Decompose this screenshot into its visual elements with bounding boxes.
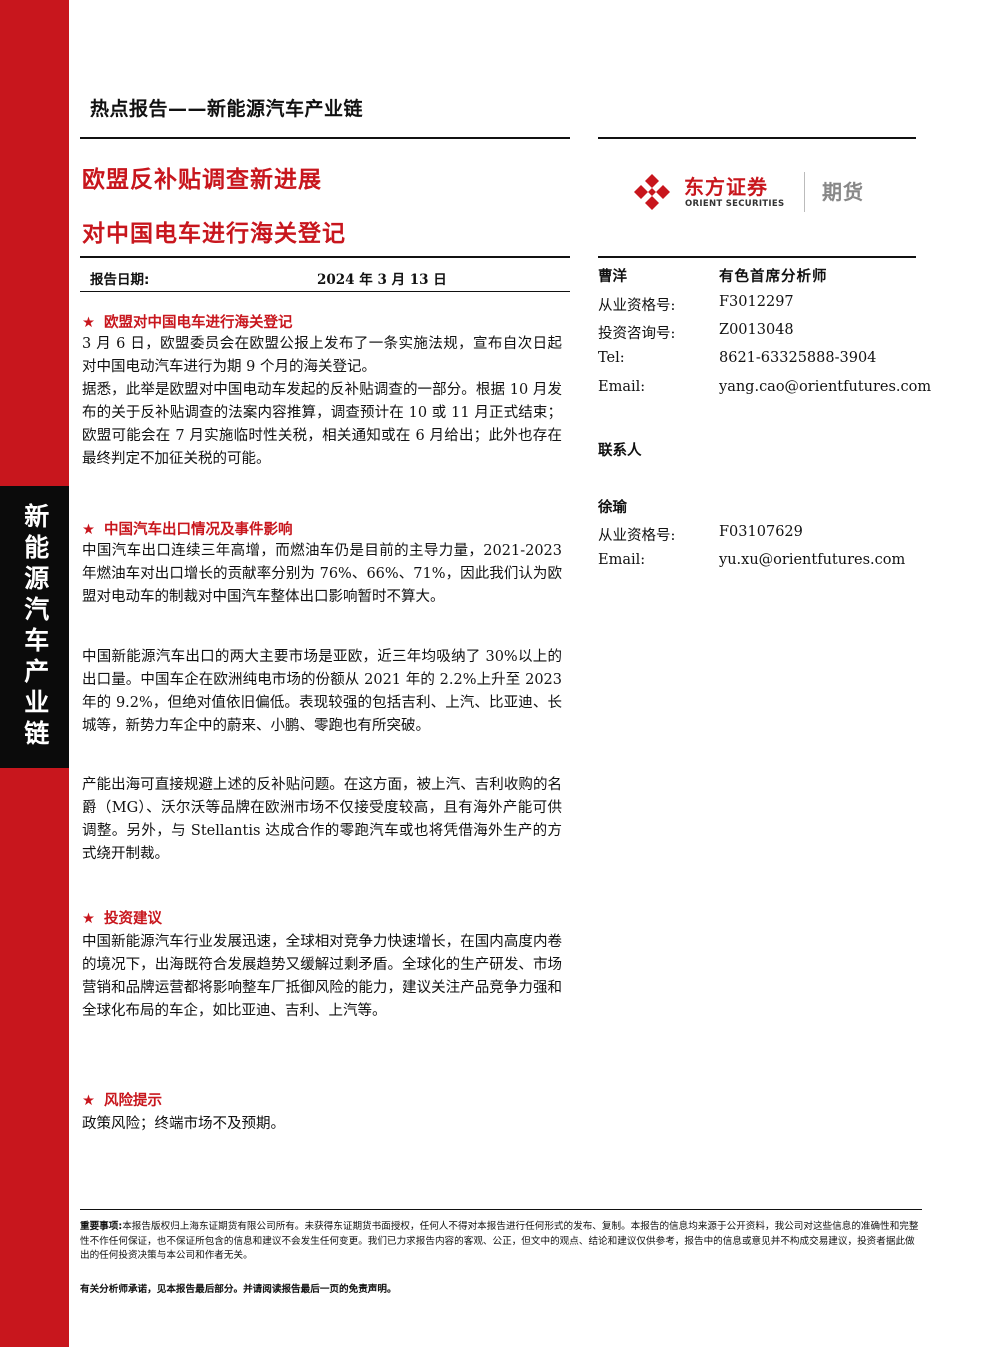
paragraph: 中国新能源汽车行业发展迅速，全球相对竞争力快速增长，在国内高度内卷的境况下，出海… [82,934,562,1019]
contact-name: 徐瑜 [598,500,627,516]
analyst-info-row: 投资咨询号: Z0013048 [598,322,928,344]
logo-chinese-name: 东方证券 [684,175,768,199]
report-title-line-1: 欧盟反补贴调查新进展 [82,167,322,193]
divider [598,256,916,258]
star-icon: ★ [82,522,95,538]
star-icon: ★ [82,315,95,331]
info-label: Email: [598,379,646,395]
info-value: F03107629 [719,524,803,540]
info-label: Email: [598,552,646,568]
divider [80,1209,922,1210]
paragraph: 中国新能源汽车出口的两大主要市场是亚欧，近三年均吸纳了 30%以上的出口量。中国… [82,649,562,734]
analyst-info-row: 从业资格号: F3012297 [598,294,928,316]
section-heading-text: 欧盟对中国电车进行海关登记 [104,315,293,331]
contact-name-row: 徐瑜 [598,496,928,518]
company-logo: 东方证券 ORIENT SECURITIES 期货 [632,170,882,218]
section-heading: ★ 投资建议 [82,907,162,928]
disclaimer-note: 有关分析师承诺，见本报告最后部分。并请阅读报告最后一页的免责声明。 [80,1284,397,1295]
divider [598,137,916,139]
analyst-info-row: Tel: 8621-63325888-3904 [598,350,928,372]
analyst-name-row: 曹洋 有色首席分析师 [598,265,928,287]
report-series-title: 热点报告——新能源汽车产业链 [90,98,364,120]
analyst-info-row: Email: yang.cao@orientfutures.com [598,379,932,401]
logo-separator [804,172,805,212]
analyst-name: 曹洋 [598,269,627,285]
contact-info-row: Email: yu.xu@orientfutures.com [598,552,928,574]
analyst-email-link[interactable]: yang.cao@orientfutures.com [719,379,932,395]
section-heading: ★ 中国汽车出口情况及事件影响 [82,518,293,539]
disclaimer-label: 重要事项: [80,1221,123,1232]
paragraph: 中国汽车出口连续三年高增，而燃油车仍是目前的主导力量，2021-2023 年燃油… [82,543,562,605]
contact-info-row: 从业资格号: F03107629 [598,524,928,546]
paragraph: 据悉，此举是欧盟对中国电动车发起的反补贴调查的一部分。根据 10 月发布的关于反… [82,382,562,467]
report-title-line-2: 对中国电车进行海关登记 [82,221,346,247]
paragraph: 产能出海可直接规避上述的反补贴问题。在这方面，被上汽、吉利收购的名爵（MG）、沃… [82,777,562,862]
section-heading-text: 风险提示 [104,1093,162,1109]
info-label: 投资咨询号: [598,326,676,342]
report-date-value: 2024 年 3 月 13 日 [317,272,447,288]
info-label: 从业资格号: [598,528,676,544]
section-heading-text: 中国汽车出口情况及事件影响 [104,522,293,538]
logo-futures-label: 期货 [822,180,864,204]
contact-heading-row: 联系人 [598,439,928,461]
star-icon: ★ [82,911,95,927]
report-date-row: 报告日期: 2024 年 3 月 13 日 [90,264,560,288]
side-category-label: 新能源汽车产业链 [20,503,50,751]
disclaimer: 重要事项:本报告版权归上海东证期货有限公司所有。未获得东证期货书面授权，任何人不… [80,1220,922,1264]
info-label: 从业资格号: [598,298,676,314]
section-heading: ★ 风险提示 [82,1089,162,1110]
contact-heading: 联系人 [598,443,642,459]
disclaimer-text: 本报告版权归上海东证期货有限公司所有。未获得东证期货书面授权，任何人不得对本报告… [80,1221,919,1262]
side-category-tab: 新能源汽车产业链 [0,486,69,768]
divider [80,137,570,139]
analyst-title: 有色首席分析师 [719,269,828,285]
section-heading: ★ 欧盟对中国电车进行海关登记 [82,311,293,332]
paragraph: 3 月 6 日，欧盟委员会在欧盟公报上发布了一条实施法规，宣布自次日起对中国电动… [82,336,562,375]
logo-english-name: ORIENT SECURITIES [685,199,785,209]
report-date-label: 报告日期: [90,272,150,288]
contact-email-link[interactable]: yu.xu@orientfutures.com [719,552,906,568]
section-heading-text: 投资建议 [104,911,162,927]
star-icon: ★ [82,1093,95,1109]
info-value: 8621-63325888-3904 [719,350,877,366]
divider [80,256,570,258]
orient-logo-icon [634,174,670,210]
divider [80,291,570,292]
paragraph: 政策风险；终端市场不及预期。 [82,1116,285,1132]
info-value: F3012297 [719,294,794,310]
info-value: Z0013048 [719,322,794,338]
info-label: Tel: [598,350,625,366]
